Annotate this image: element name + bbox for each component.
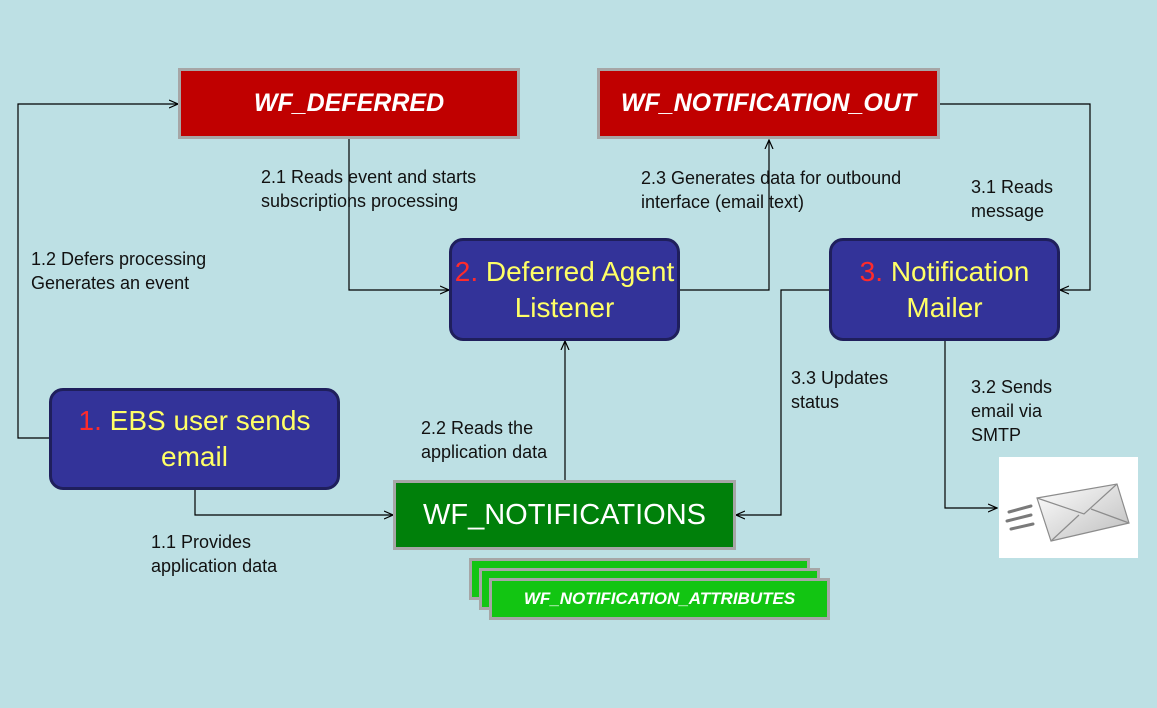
- wf-notifications-label: WF_NOTIFICATIONS: [422, 498, 706, 531]
- step-2-1-label: 2.1 Reads event and starts subscriptions…: [261, 167, 477, 211]
- step-3-1-label: 3.1 Reads message: [971, 177, 1054, 221]
- arrow-2-1: [348, 139, 449, 290]
- arrow-3-2: [944, 340, 997, 508]
- wf-deferred-queue: WF_DEFERRED: [178, 68, 520, 139]
- ebs-user-number: 1.: [78, 405, 102, 436]
- deferred-agent-listener-box: 2. Deferred Agent Listener: [449, 238, 680, 341]
- wf-deferred-label: WF_DEFERRED: [253, 89, 445, 117]
- notification-mailer-number: 3.: [859, 255, 884, 287]
- step-2-3-label: 2.3 Generates data for outbound interfac…: [641, 168, 902, 212]
- ebs-user-label: EBS user sends email: [109, 405, 311, 472]
- arrow-2-3: [680, 140, 769, 291]
- arrow-3-1: [940, 103, 1091, 290]
- notification-mailer-label: Notification Mailer: [890, 255, 1030, 323]
- wf-notification-out-label: WF_NOTIFICATION_OUT: [620, 89, 917, 117]
- wf-notifications-table: WF_NOTIFICATIONS: [393, 480, 736, 550]
- envelope-icon: [999, 457, 1138, 558]
- ebs-user-box: 1. EBS user sends email: [49, 388, 340, 490]
- deferred-agent-number: 2.: [454, 255, 479, 287]
- deferred-agent-label: Deferred Agent Listener: [485, 255, 675, 323]
- arrow-3-3: [736, 289, 829, 515]
- wf-notification-attributes-table: WF_NOTIFICATION_ATTRIBUTES: [489, 578, 830, 620]
- arrow-1-1: [194, 490, 393, 515]
- step-1-1-label: 1.1 Provides application data: [151, 532, 278, 576]
- step-3-3-label: 3.3 Updates status: [791, 368, 889, 412]
- arrow-1-2: [17, 104, 178, 439]
- wf-notification-attributes-label: WF_NOTIFICATION_ATTRIBUTES: [523, 589, 796, 608]
- wf-notification-out-queue: WF_NOTIFICATION_OUT: [597, 68, 940, 139]
- notification-mailer-box: 3. Notification Mailer: [829, 238, 1060, 341]
- step-2-2-label: 2.2 Reads the application data: [421, 418, 548, 462]
- step-1-2-label: 1.2 Defers processing Generates an event: [31, 249, 207, 293]
- step-3-2-label: 3.2 Sends email via SMTP: [971, 377, 1053, 445]
